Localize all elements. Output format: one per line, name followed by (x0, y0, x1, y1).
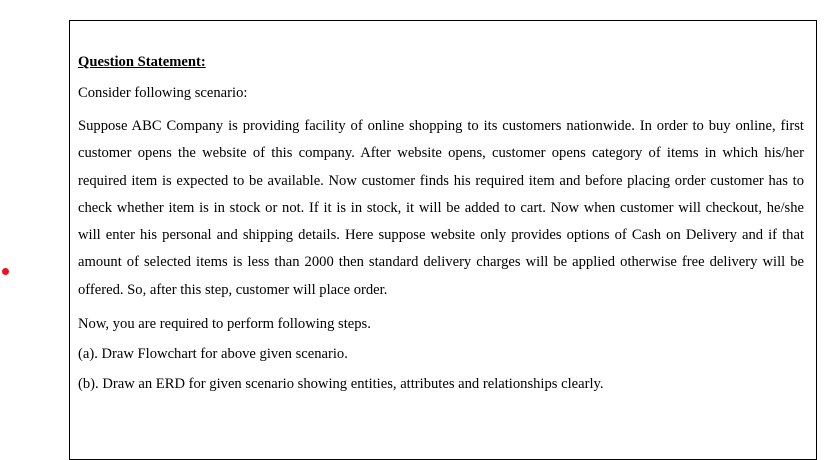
scenario-paragraph: Suppose ABC Company is providing facilit… (78, 118, 804, 298)
intro-text: Consider following scenario: (78, 85, 248, 101)
question-document: Question Statement: Consider following s… (69, 20, 817, 460)
document-content: Question Statement: Consider following s… (78, 52, 804, 404)
step-a: (a). Draw Flowchart for above given scen… (78, 346, 348, 363)
instruction-text: Now, you are required to perform followi… (78, 316, 371, 333)
question-heading: Question Statement: (78, 54, 206, 70)
red-marker-dot (2, 268, 9, 275)
step-b: (b). Draw an ERD for given scenario show… (78, 376, 604, 393)
